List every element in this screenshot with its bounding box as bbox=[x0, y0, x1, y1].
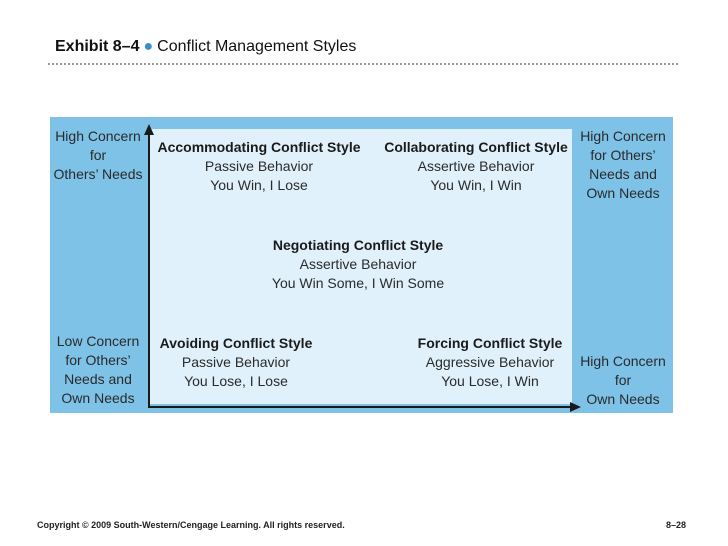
bullet-icon: ● bbox=[143, 38, 154, 55]
forcing-style: Forcing Conflict Style Aggressive Behavi… bbox=[417, 335, 563, 389]
dotted-divider bbox=[48, 63, 678, 65]
page-title: Exhibit 8–4●Conflict Management Styles bbox=[55, 38, 356, 56]
arrow-right-icon bbox=[570, 402, 581, 412]
copyright-text: Copyright © 2009 South-Western/Cengage L… bbox=[37, 520, 345, 530]
accommodating-style: Accommodating Conflict Style Passive Beh… bbox=[157, 139, 361, 193]
exhibit-number: Exhibit 8–4 bbox=[55, 38, 140, 55]
x-axis-line bbox=[148, 406, 572, 408]
y-axis-top-label: High Concern for Others’ Needs bbox=[53, 128, 143, 182]
arrow-up-icon bbox=[144, 124, 154, 135]
right-bottom-label: High Concern for Own Needs bbox=[580, 353, 666, 407]
y-axis-line bbox=[148, 134, 150, 408]
negotiating-style: Negotiating Conflict Style Assertive Beh… bbox=[271, 237, 445, 291]
collaborating-style: Collaborating Conflict Style Assertive B… bbox=[384, 139, 568, 193]
page-number: 8–28 bbox=[665, 520, 686, 530]
avoiding-style: Avoiding Conflict Style Passive Behavior… bbox=[159, 335, 313, 389]
exhibit-title: Conflict Management Styles bbox=[157, 38, 357, 55]
right-top-label: High Concern for Others’ Needs and Own N… bbox=[580, 128, 666, 201]
diagram-grid-area bbox=[150, 129, 572, 404]
y-axis-bottom-label: Low Concern for Others’ Needs and Own Ne… bbox=[56, 333, 140, 406]
